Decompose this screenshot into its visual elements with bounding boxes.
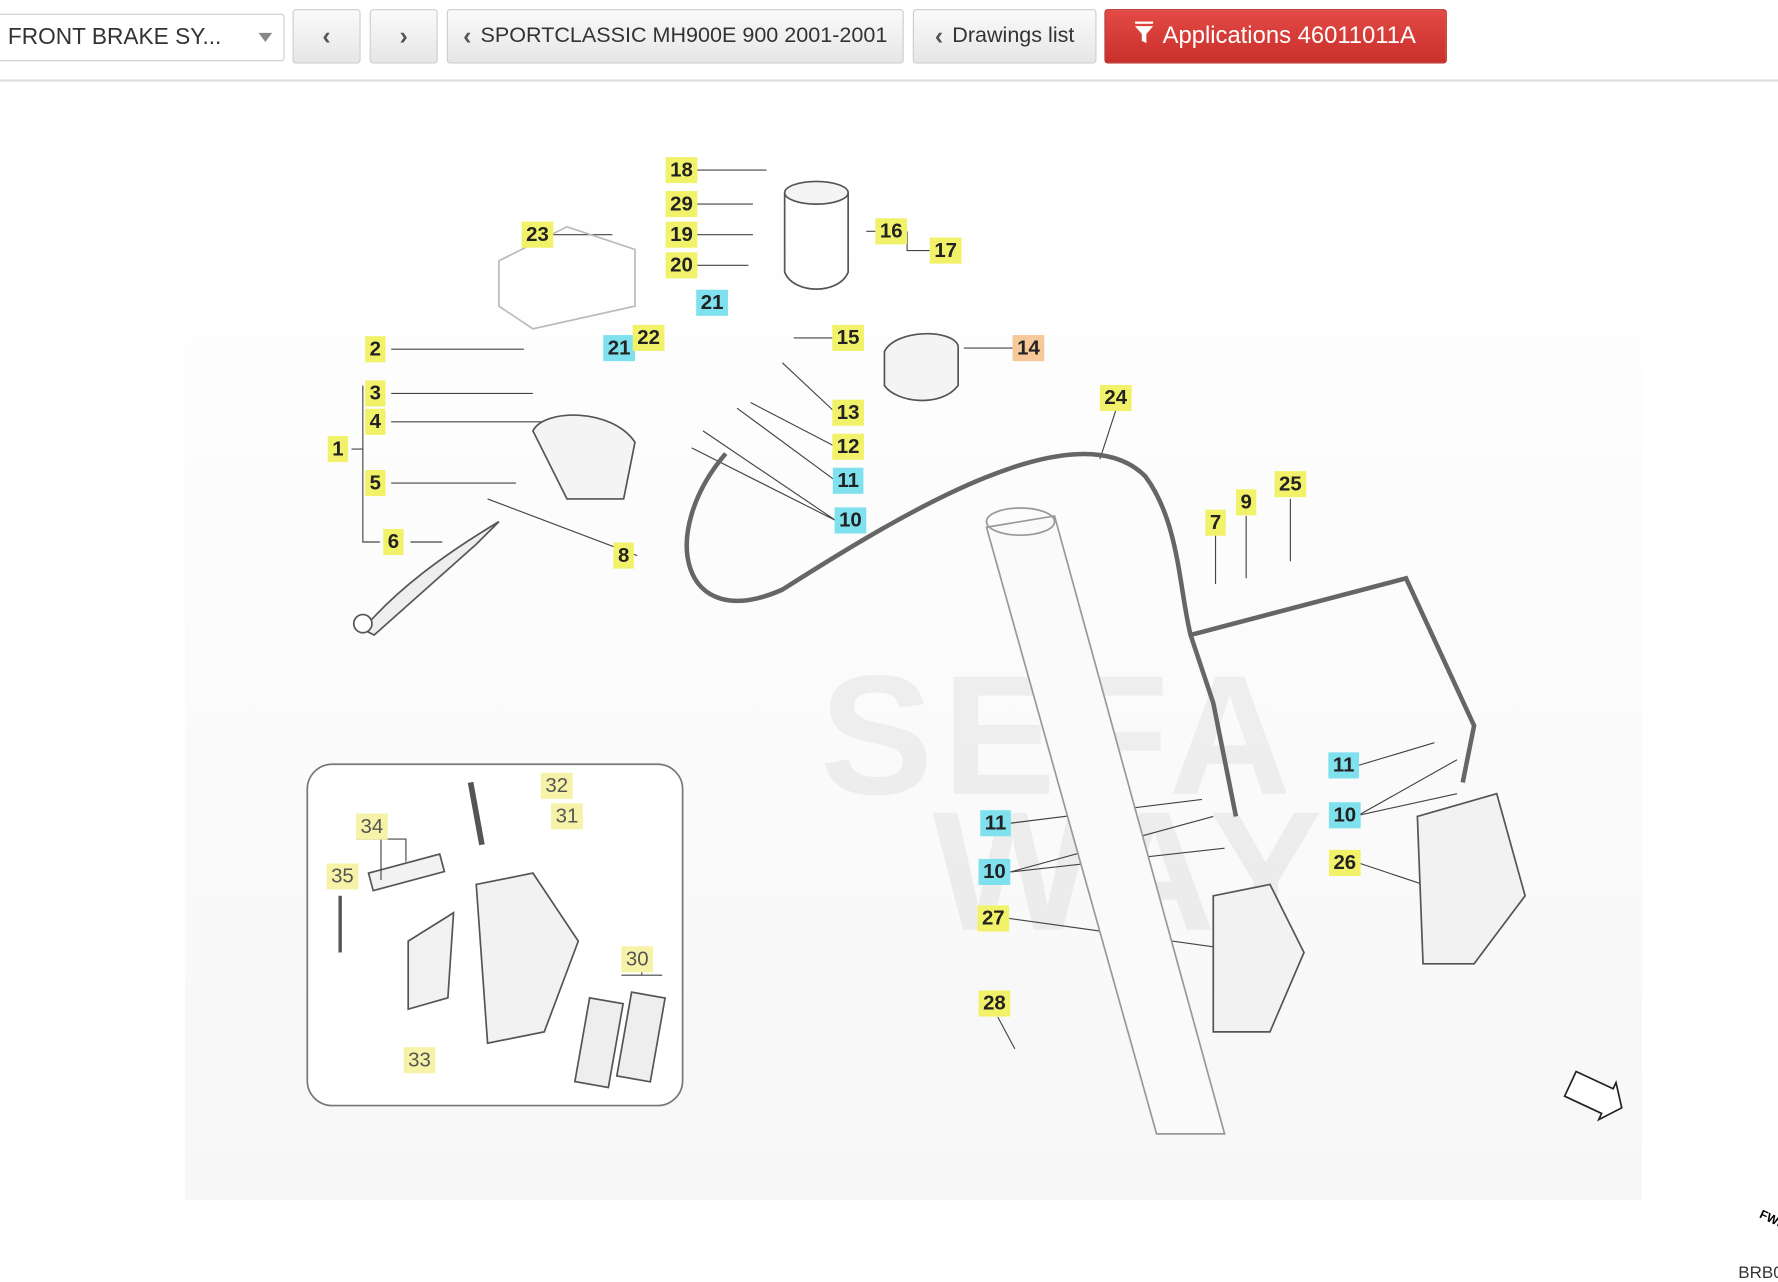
parts-diagram: SEFA WAY <box>184 133 1778 1282</box>
callout-35[interactable]: 35 <box>326 863 359 890</box>
callout-12[interactable]: 12 <box>832 433 865 460</box>
callout-13[interactable]: 13 <box>832 399 865 426</box>
callout-16[interactable]: 16 <box>875 218 908 245</box>
callout-14[interactable]: 14 <box>1012 335 1045 362</box>
applications-button[interactable]: Applications 46011011A <box>1104 9 1447 64</box>
callout-26[interactable]: 26 <box>1328 849 1361 876</box>
callout-24[interactable]: 24 <box>1099 384 1132 412</box>
callout-11[interactable]: 11 <box>832 467 864 494</box>
callout-8[interactable]: 8 <box>613 542 634 569</box>
chevron-left-icon: ‹ <box>463 21 472 50</box>
callout-34[interactable]: 34 <box>356 813 388 840</box>
callout-31[interactable]: 31 <box>551 803 583 830</box>
callout-4[interactable]: 4 <box>365 408 386 435</box>
model-button[interactable]: ‹ SPORTCLASSIC MH900E 900 2001-2001 <box>446 9 904 64</box>
callout-11[interactable]: 11 <box>1328 752 1359 779</box>
callout-18[interactable]: 18 <box>665 157 698 184</box>
callout-2[interactable]: 2 <box>365 336 386 363</box>
callout-32[interactable]: 32 <box>540 772 573 799</box>
toolbar: FRONT BRAKE SY... ‹ › ‹ SPORTCLASSIC MH90… <box>0 0 1778 82</box>
callout-10[interactable]: 10 <box>978 858 1011 886</box>
callout-27[interactable]: 27 <box>977 905 1010 932</box>
callout-1[interactable]: 1 <box>327 435 349 463</box>
callout-5[interactable]: 5 <box>365 470 386 497</box>
callout-20[interactable]: 20 <box>665 252 698 279</box>
callout-22[interactable]: 22 <box>632 324 665 351</box>
drawings-list-button[interactable]: ‹ Drawings list <box>912 9 1097 64</box>
callout-28[interactable]: 28 <box>978 990 1011 1017</box>
fwd-arrow-icon: FWD <box>1757 1207 1778 1233</box>
callout-21[interactable]: 21 <box>603 335 636 362</box>
callout-10[interactable]: 10 <box>834 507 867 534</box>
drawings-list-label: Drawings list <box>952 23 1075 48</box>
next-button[interactable]: › <box>369 9 438 64</box>
callout-17[interactable]: 17 <box>929 237 962 264</box>
callout-33[interactable]: 33 <box>403 1047 436 1074</box>
chevron-left-icon: ‹ <box>322 21 331 50</box>
model-button-label: SPORTCLASSIC MH900E 900 2001-2001 <box>480 23 888 48</box>
callout-7[interactable]: 7 <box>1205 509 1226 536</box>
callout-11[interactable]: 11 <box>980 810 1011 837</box>
chevron-left-icon: ‹ <box>934 21 944 50</box>
section-select[interactable]: FRONT BRAKE SY... <box>0 13 285 62</box>
callout-15[interactable]: 15 <box>832 324 865 351</box>
prev-button[interactable]: ‹ <box>292 9 361 64</box>
parts-drawing <box>306 169 1623 1135</box>
callout-9[interactable]: 9 <box>1235 489 1257 516</box>
callout-19[interactable]: 19 <box>665 221 698 248</box>
chevron-right-icon: › <box>399 21 408 50</box>
filter-icon <box>1135 21 1154 51</box>
callout-21[interactable]: 21 <box>696 289 728 316</box>
callout-3[interactable]: 3 <box>365 380 386 407</box>
callout-25[interactable]: 25 <box>1274 471 1307 498</box>
callout-10[interactable]: 10 <box>1328 802 1361 829</box>
drawing-code: BRB00051 <box>1738 1263 1778 1282</box>
callout-23[interactable]: 23 <box>521 221 554 248</box>
callout-30[interactable]: 30 <box>621 946 654 973</box>
callout-6[interactable]: 6 <box>383 528 404 556</box>
chevron-down-icon <box>258 32 273 42</box>
callout-29[interactable]: 29 <box>665 191 698 218</box>
applications-label: Applications 46011011A <box>1162 22 1416 49</box>
section-select-value: FRONT BRAKE SY... <box>7 24 222 50</box>
